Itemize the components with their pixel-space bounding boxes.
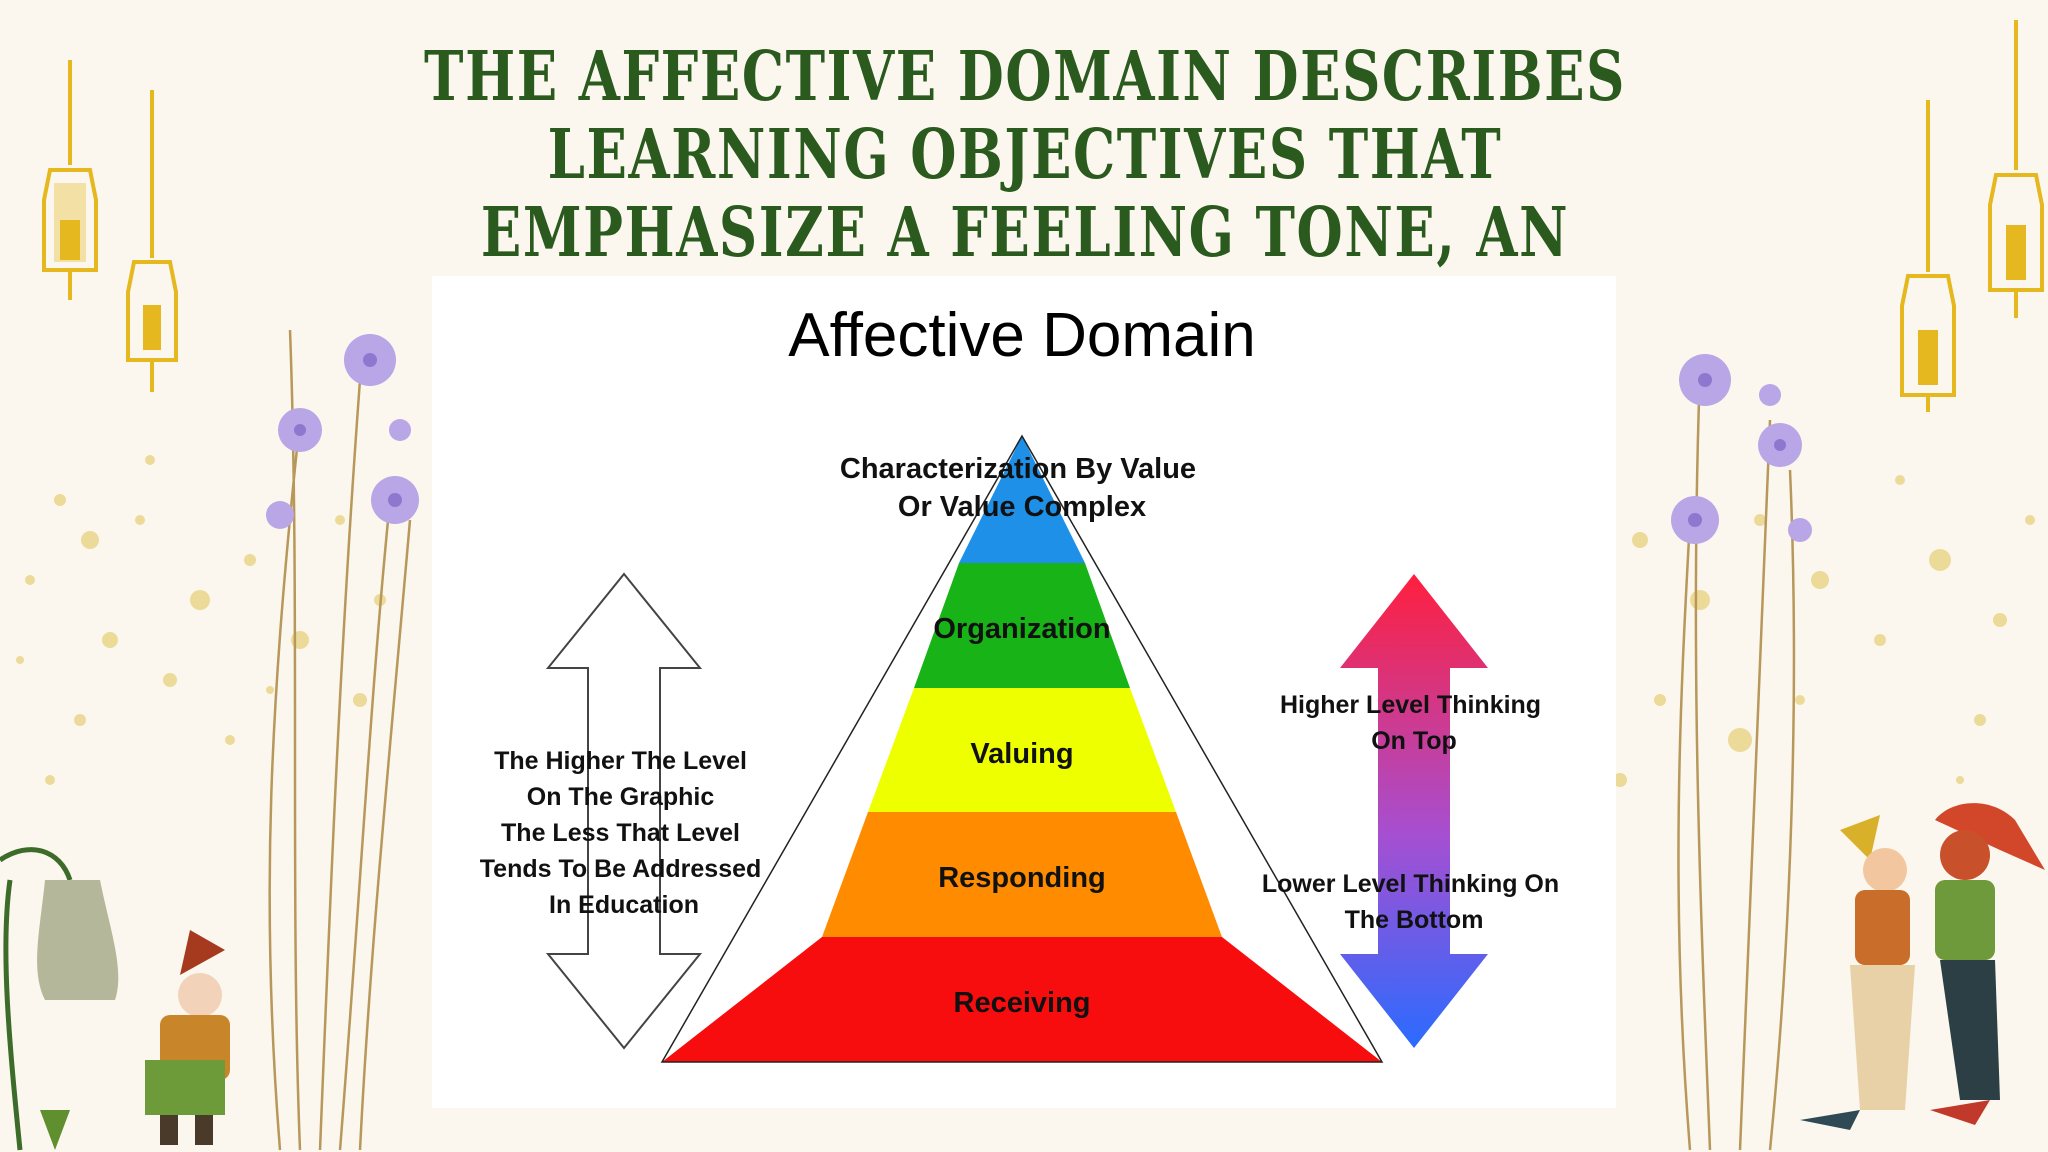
level-label-characterization: Characterization By Value Or Value Compl… <box>840 453 1204 523</box>
gold-speckles-left <box>16 455 386 785</box>
bell-flower-icon <box>0 847 119 1151</box>
lantern-icon <box>126 90 178 392</box>
dancing-elves-illustration <box>1800 803 2045 1130</box>
double-arrow-gradient <box>1340 574 1488 1048</box>
diagram-panel: Affective Domain Characterization By Val… <box>432 276 1616 1108</box>
gnome-illustration <box>145 930 230 1145</box>
pyramid-level-responding <box>822 812 1222 937</box>
right-top-note: Higher Level Thinking On Top <box>1280 691 1548 755</box>
level-label-receiving: Receiving <box>954 987 1091 1019</box>
level-label-valuing: Valuing <box>970 738 1073 770</box>
pyramid-level-organization <box>914 563 1130 688</box>
lantern-icon <box>1900 100 1956 412</box>
pyramid-level-characterization <box>959 436 1085 563</box>
pyramid-outline <box>660 434 1384 1063</box>
level-label-organization: Organization <box>933 613 1110 645</box>
flower-stems-left <box>268 329 412 1151</box>
gold-speckles-right <box>1613 475 2035 787</box>
lantern-icon <box>1988 20 2044 318</box>
pyramid-level-valuing <box>868 688 1176 812</box>
lantern-icon <box>42 60 98 300</box>
flower-stems-right <box>1677 369 1796 1151</box>
right-bottom-note: Lower Level Thinking On The Bottom <box>1262 870 1566 934</box>
level-label-responding: Responding <box>938 862 1106 894</box>
diagram-title: Affective Domain <box>788 301 1256 370</box>
pyramid-level-receiving <box>662 937 1382 1062</box>
double-arrow-outline <box>545 572 703 1050</box>
left-note: The Higher The Level On The Graphic The … <box>480 747 768 919</box>
